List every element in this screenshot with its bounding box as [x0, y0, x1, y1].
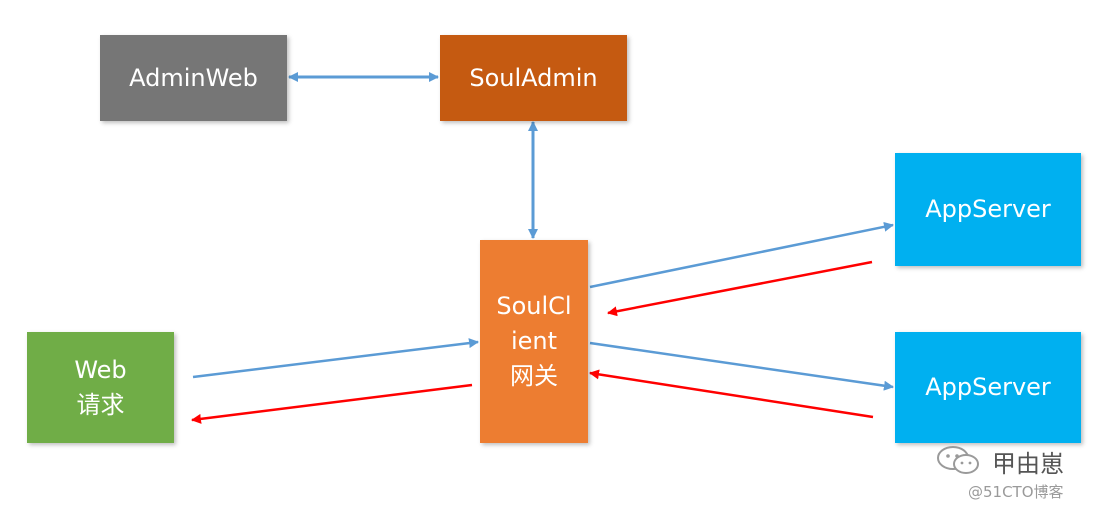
web-request-node: Web 请求 — [27, 332, 174, 443]
souladmin-node: SoulAdmin — [440, 35, 627, 121]
web-request-label-line1: Web — [74, 355, 127, 384]
soulclient-gateway-node: SoulCl ient 网关 — [480, 240, 588, 443]
watermark-name: 甲由崽 — [992, 450, 1064, 478]
web-request-label-line2: 请求 — [76, 390, 125, 419]
adminweb-label: AdminWeb — [129, 63, 258, 92]
soulclient-to-web-arrow — [191, 383, 473, 424]
appserver-bottom-node: AppServer — [895, 332, 1081, 443]
appserver-bottom-label: AppServer — [925, 373, 1051, 402]
soulclient-to-appserver-top-arrow — [589, 221, 894, 289]
watermark-site: @51CTO博客 — [968, 483, 1064, 501]
adminweb-node: AdminWeb — [100, 35, 287, 121]
appserver-bottom-to-soulclient-arrow — [589, 369, 874, 419]
appserver-top-node: AppServer — [895, 153, 1081, 266]
appserver-top-label: AppServer — [925, 195, 1051, 224]
soulclient-label-line3: 网关 — [510, 361, 558, 390]
soulclient-label-line2: ient — [510, 327, 558, 356]
appserver-top-to-soulclient-arrow — [607, 260, 873, 317]
souladmin-label: SoulAdmin — [469, 63, 598, 92]
web-to-soulclient-arrow — [192, 338, 479, 379]
soulclient-to-appserver-bottom-arrow — [589, 341, 894, 391]
soulclient-label-line1: SoulCl — [496, 292, 572, 321]
wechat-icon — [937, 446, 979, 474]
